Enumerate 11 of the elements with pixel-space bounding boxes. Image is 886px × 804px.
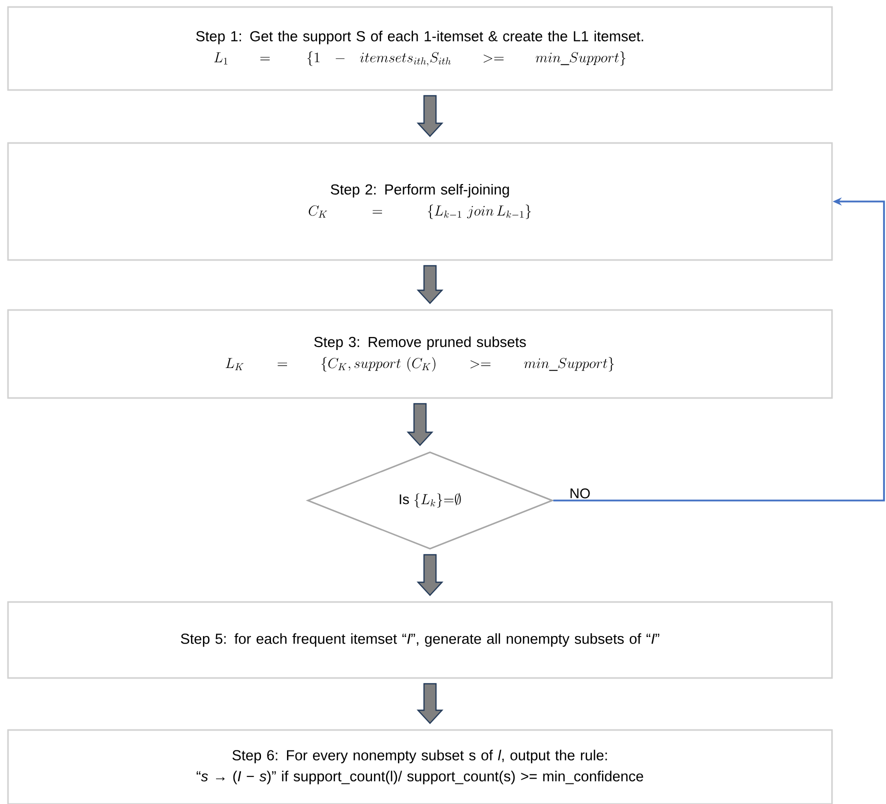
- process-box: Step 3: Remove pruned subsets $L_K = \{C_K, support\ (C_K) >= min\_Support\}$: [7, 309, 833, 399]
- block-arrow: [406, 403, 434, 446]
- block-arrow: [416, 95, 444, 138]
- block-arrow: [416, 265, 444, 304]
- process-box: Step 6: For every nonempty subset s of l, output the rule: “s → (I − s)” if support_count(l)/ support_count(s) >= min_confidence: [7, 729, 833, 804]
- edge-label: NO: [570, 488, 590, 498]
- block-arrow: [416, 683, 444, 724]
- block-arrow: [416, 554, 444, 596]
- process-box: Step 1: Get the support S of each 1-itemset & create the L1 itemset. $L_1 =\ \{1 - itemsets_{ith,} S_{ith} >= min\_Support\}$: [7, 6, 833, 91]
- process-box: Step 2: Perform self-joining $C_K = \{L_{k-1}\ join\, L_{k-1}\}$: [7, 142, 833, 261]
- process-box: Step 5: for each frequent itemset “I”, generate all nonempty subsets of “I”: [7, 601, 833, 679]
